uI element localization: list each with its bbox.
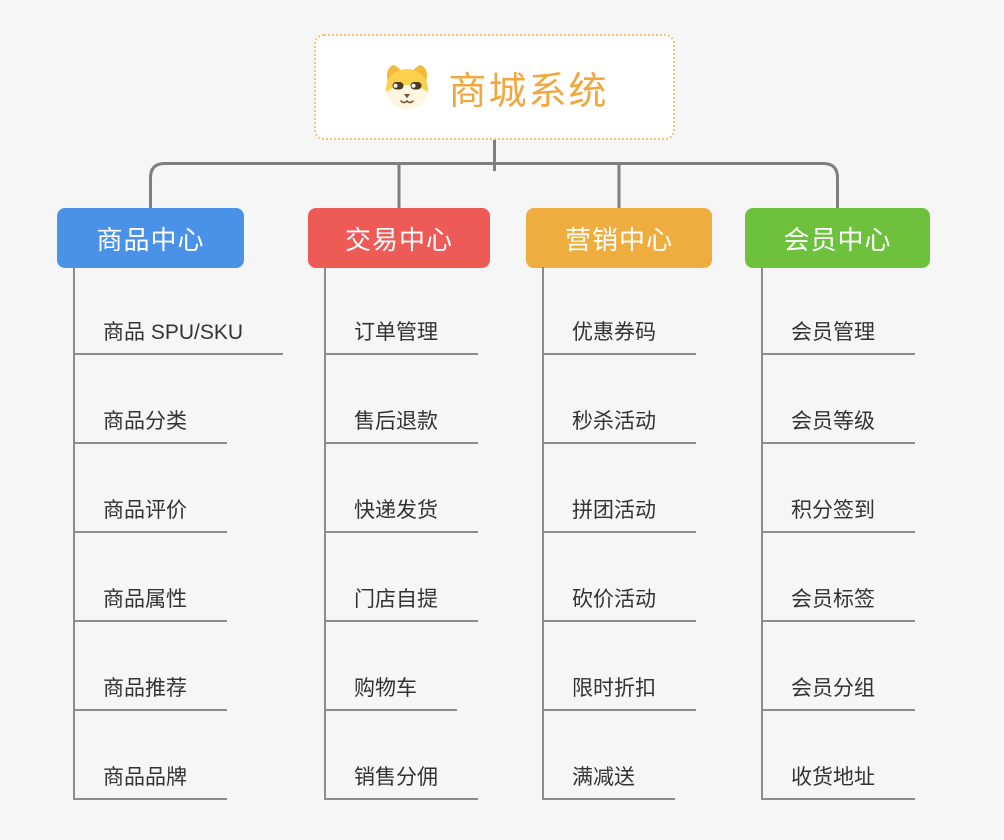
branch-header-marketing-center[interactable]: 营销中心 [526, 208, 712, 268]
root-node-label: 商城系统 [448, 70, 609, 113]
leaf-node[interactable]: 优惠券码 [542, 320, 696, 355]
leaf-node[interactable]: 商品 SPU/SKU [73, 320, 284, 355]
branch-trunk-line [542, 267, 544, 800]
branch-header-trade-center[interactable]: 交易中心 [308, 208, 490, 268]
root-node-mall-system[interactable]: 商城系统 [314, 34, 675, 140]
leaf-node[interactable]: 拼团活动 [542, 498, 696, 533]
leaf-node[interactable]: 商品评价 [73, 498, 227, 533]
leaf-node[interactable]: 砍价活动 [542, 587, 696, 622]
leaf-node[interactable]: 订单管理 [324, 320, 478, 355]
branch-trunk-line [761, 267, 763, 800]
leaf-node[interactable]: 商品品牌 [73, 765, 227, 800]
leaf-node[interactable]: 商品属性 [73, 587, 227, 622]
branch-header-member-center[interactable]: 会员中心 [745, 208, 930, 268]
leaf-node[interactable]: 销售分佣 [324, 765, 478, 800]
dog-face-icon [386, 65, 429, 109]
leaf-node[interactable]: 限时折扣 [542, 676, 696, 711]
branch-trunk-line [324, 267, 326, 800]
leaf-node[interactable]: 积分签到 [761, 498, 915, 533]
branch-marketing-center: 营销中心 优惠券码 秒杀活动 拼团活动 砍价活动 限时折扣 满减送 [526, 208, 786, 808]
leaf-node[interactable]: 会员分组 [761, 676, 915, 711]
leaf-node[interactable]: 会员等级 [761, 409, 915, 444]
leaf-node[interactable]: 快递发货 [324, 498, 478, 533]
leaf-node[interactable]: 会员标签 [761, 587, 915, 622]
leaf-node[interactable]: 售后退款 [324, 409, 478, 444]
leaf-node[interactable]: 满减送 [542, 765, 675, 800]
leaf-node[interactable]: 收货地址 [761, 765, 915, 800]
leaf-node[interactable]: 商品推荐 [73, 676, 227, 711]
leaf-node[interactable]: 会员管理 [761, 320, 915, 355]
leaf-node[interactable]: 秒杀活动 [542, 409, 696, 444]
leaf-node[interactable]: 商品分类 [73, 409, 227, 444]
branch-trade-center: 交易中心 订单管理 售后退款 快递发货 门店自提 购物车 销售分佣 [308, 208, 568, 808]
branch-product-center: 商品中心 商品 SPU/SKU 商品分类 商品评价 商品属性 商品推荐 商品品牌 [57, 208, 317, 808]
branch-trunk-line [73, 267, 75, 800]
leaf-node[interactable]: 购物车 [324, 676, 457, 711]
branch-header-product-center[interactable]: 商品中心 [57, 208, 244, 268]
leaf-node[interactable]: 门店自提 [324, 587, 478, 622]
branch-rail-line [149, 162, 839, 209]
branch-member-center: 会员中心 会员管理 会员等级 积分签到 会员标签 会员分组 收货地址 [745, 208, 1004, 808]
